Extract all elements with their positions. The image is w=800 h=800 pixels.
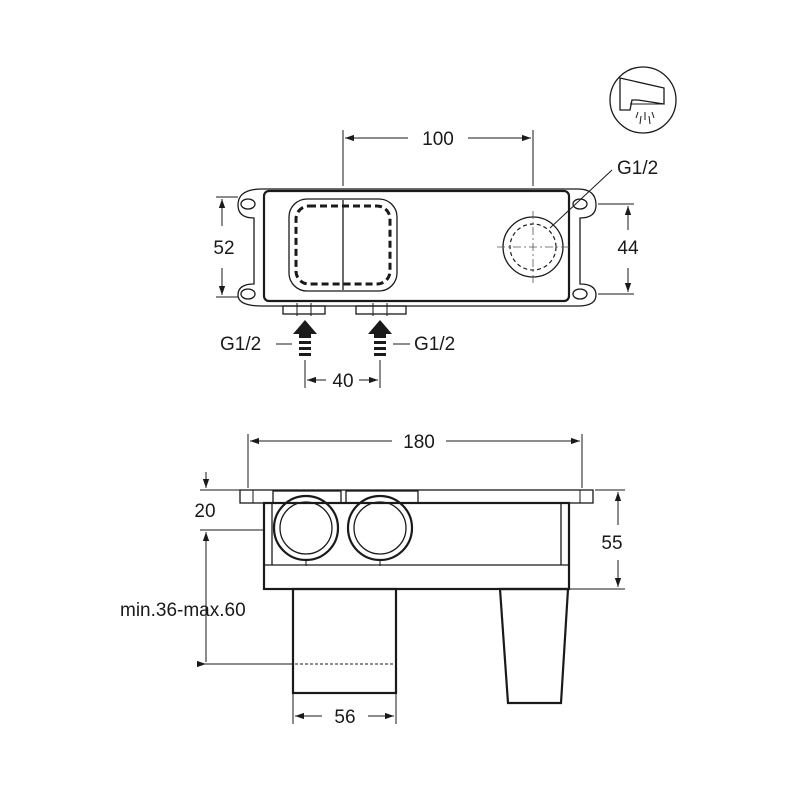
- dim-text-40: 40: [332, 371, 353, 392]
- outlet-leader: [549, 169, 613, 229]
- spout-icon: [609, 66, 677, 134]
- flow-arrow-icon: [368, 320, 392, 356]
- dimension-44: 44: [598, 203, 639, 295]
- dim-text-180: 180: [403, 432, 435, 453]
- inlet-ports-side: [272, 490, 419, 566]
- dim-text-depth-range: min.36-max.60: [120, 600, 246, 621]
- dimension-180: 180: [247, 432, 583, 488]
- extension-sleeve: [291, 587, 398, 695]
- dim-text-100: 100: [422, 129, 454, 150]
- dim-text-44: 44: [617, 238, 639, 259]
- dim-text-56: 56: [334, 707, 355, 728]
- dim-text-52: 52: [213, 238, 234, 259]
- dimension-40: 40: [304, 360, 381, 392]
- side-view: 180: [120, 432, 625, 728]
- dimension-56: 56: [292, 694, 397, 728]
- mounting-holes: [240, 198, 588, 300]
- dimension-100: 100: [342, 129, 534, 186]
- dimension-20: 20: [194, 472, 264, 662]
- dim-text-20: 20: [194, 501, 215, 522]
- housing-flange-side: [239, 489, 594, 504]
- inlet-right-thread-label: G1/2: [414, 334, 455, 355]
- flow-arrow-icon: [293, 320, 317, 356]
- inlet-fittings: [282, 303, 407, 316]
- inlet-left-thread-label: G1/2: [220, 334, 261, 355]
- housing-box-side: [262, 501, 571, 591]
- outlet-body-side: [498, 587, 570, 705]
- outlet-port: [497, 211, 569, 283]
- mounting-flange: [237, 188, 597, 307]
- dimension-52: 52: [213, 196, 238, 298]
- dim-text-55: 55: [601, 533, 622, 554]
- valve-cartridge: [288, 198, 398, 292]
- housing-body: [262, 189, 571, 303]
- dimension-55: 55: [570, 489, 625, 590]
- outlet-thread-label: G1/2: [617, 158, 658, 179]
- top-view: 100 G1/2: [213, 66, 677, 392]
